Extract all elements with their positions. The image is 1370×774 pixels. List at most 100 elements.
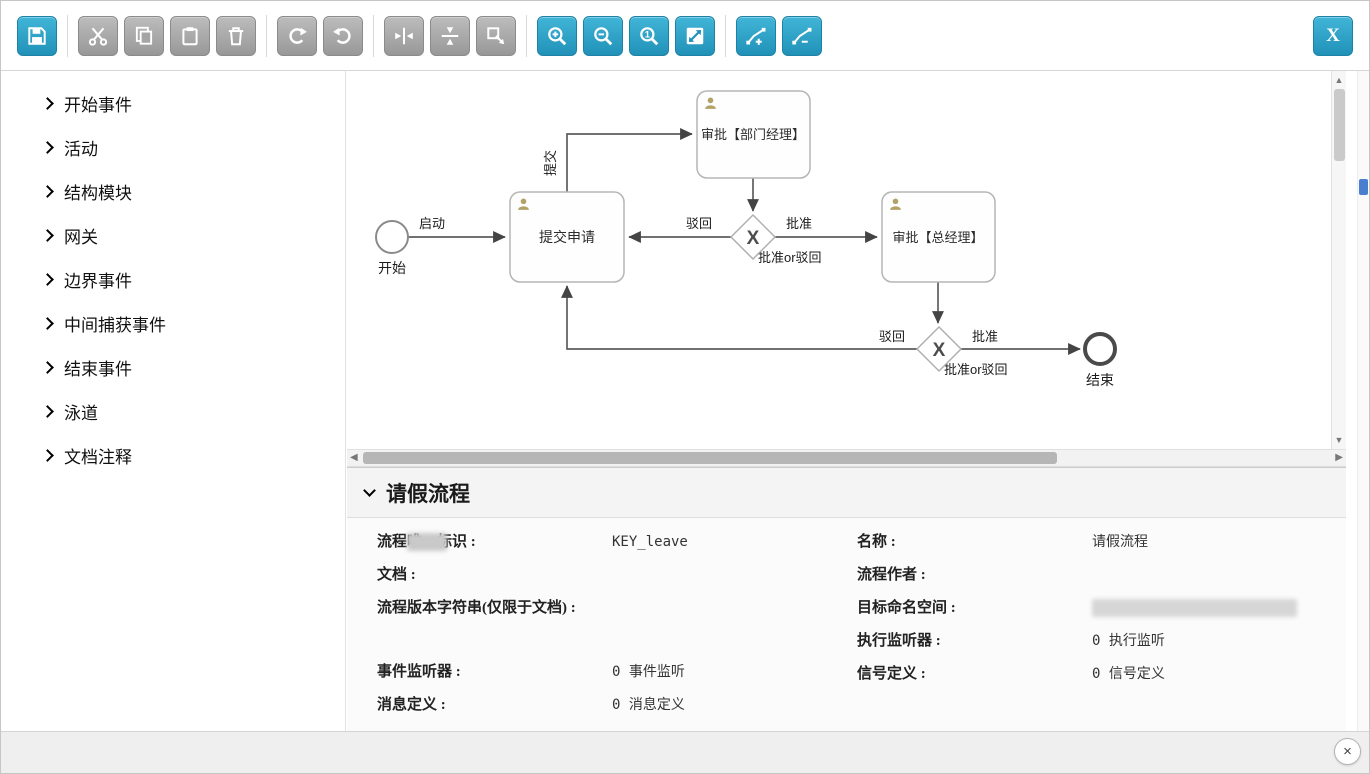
dept-manager-task-node[interactable]: 审批【部门经理】 (696, 90, 811, 179)
undo-button[interactable] (323, 15, 363, 56)
palette-item-end-events[interactable]: 结束事件 (1, 345, 345, 389)
scroll-right-arrow-icon[interactable]: ▶ (1335, 452, 1343, 463)
palette-item-annotation[interactable]: 文档注释 (1, 433, 345, 477)
prop-label: 名称 : (857, 534, 896, 550)
palette-item-gateways[interactable]: 网关 (1, 213, 345, 257)
diagram-canvas[interactable]: 启动 提交 驳回 批准 批准or驳回 驳回 批准 批准or驳回 开始 提交申请 (347, 71, 1331, 449)
flow-label: 批准 (972, 329, 998, 344)
zoom-in-icon (546, 25, 568, 47)
toolbar-separator (266, 14, 267, 57)
flow-label: 批准 (786, 216, 812, 231)
delete-button[interactable] (216, 15, 256, 56)
canvas-vertical-scrollbar[interactable]: ▲ ▼ (1331, 71, 1346, 449)
prop-name: 名称 : 请假流程 (857, 532, 1346, 565)
gateway-x-symbol: X (747, 228, 760, 249)
prop-label: 流程版本字符串(仅限于文档) : (377, 600, 576, 616)
palette-item-start-events[interactable]: 开始事件 (1, 81, 345, 125)
prop-version-string: 流程版本字符串(仅限于文档) : (377, 598, 857, 662)
palette-item-label: 网关 (64, 227, 98, 247)
gateway2-node[interactable]: X (915, 325, 963, 373)
gateway1-node[interactable]: X (729, 213, 777, 261)
zoom-fit-button[interactable] (675, 15, 715, 56)
save-button[interactable] (17, 15, 57, 56)
prop-value[interactable]: 0 信号定义 (1092, 666, 1165, 682)
prop-label: 事件监听器 : (377, 664, 461, 680)
palette-item-label: 活动 (64, 139, 98, 159)
align-vertical-button[interactable] (384, 15, 424, 56)
prop-signal-definitions: 信号定义 : 0 信号定义 (857, 664, 1346, 697)
paste-button[interactable] (170, 15, 210, 56)
gm-task-node[interactable]: 审批【总经理】 (881, 191, 996, 283)
flow-submit-to-dept[interactable] (566, 128, 693, 192)
chevron-down-icon[interactable] (363, 484, 376, 497)
flow-label: 提交 (543, 150, 558, 176)
bottom-bar (1, 731, 1369, 773)
prop-label: 消息定义 : (377, 697, 446, 713)
canvas-horizontal-scrollbar[interactable]: ◀ ▶ (347, 449, 1346, 467)
properties-right-column: 名称 : 请假流程 流程作者 : 目标命名空间 : 执行监听器 : 0 执行监听… (857, 532, 1346, 728)
scroll-left-arrow-icon[interactable]: ◀ (350, 452, 358, 463)
shape-palette: 开始事件 活动 结构模块 网关 边界事件 中间捕获事件 结束事件 泳道 文档注释 (1, 71, 346, 731)
prop-value[interactable] (1092, 598, 1297, 619)
svg-text:1: 1 (645, 29, 650, 39)
properties-header[interactable]: 请假流程 (347, 468, 1346, 518)
start-event-node[interactable]: 开始 (375, 220, 409, 276)
start-event-label: 开始 (378, 260, 406, 276)
chevron-right-icon (41, 448, 54, 462)
copy-button[interactable] (124, 15, 164, 56)
zoom-actual-button[interactable]: 1 (629, 15, 669, 56)
redo-button[interactable] (277, 15, 317, 56)
flow-label: 驳回 (879, 329, 905, 344)
bendpoint-add-button[interactable] (736, 15, 776, 56)
prop-value[interactable]: 0 事件监听 (612, 664, 685, 680)
toolbar: 1 X (1, 1, 1369, 71)
close-editor-button[interactable]: X (1313, 15, 1353, 56)
floppy-icon (26, 25, 48, 47)
prop-label: 文档 : (377, 567, 416, 583)
chevron-right-icon (41, 272, 54, 286)
zoom-actual-icon: 1 (638, 25, 660, 47)
scroll-up-arrow-icon[interactable]: ▲ (1334, 75, 1344, 85)
chevron-right-icon (41, 228, 54, 242)
palette-item-boundary-events[interactable]: 边界事件 (1, 257, 345, 301)
same-size-button[interactable] (476, 15, 516, 56)
gateway-x-symbol: X (933, 340, 946, 361)
horizontal-scroll-thumb[interactable] (363, 452, 1057, 464)
close-panel-button[interactable]: × (1334, 738, 1361, 765)
prop-target-namespace: 目标命名空间 : (857, 598, 1346, 631)
page-scrollbar-track[interactable] (1357, 71, 1369, 731)
align-horizontal-button[interactable] (430, 15, 470, 56)
prop-value[interactable]: 0 消息定义 (612, 697, 685, 713)
prop-value[interactable]: 0 执行监听 (1092, 633, 1165, 649)
prop-documentation: 文档 : (377, 565, 857, 598)
connector-add-icon (745, 25, 767, 47)
palette-item-label: 泳道 (64, 403, 98, 423)
prop-process-id: 流程唯一标识 : KEY_leave (377, 532, 857, 565)
prop-value[interactable]: KEY_leave (612, 534, 688, 550)
palette-item-swimlanes[interactable]: 泳道 (1, 389, 345, 433)
prop-event-listeners: 事件监听器 : 0 事件监听 (377, 662, 857, 695)
palette-item-intermediate-catching-events[interactable]: 中间捕获事件 (1, 301, 345, 345)
flow-gateway2-reject[interactable] (561, 285, 917, 350)
submit-task-node[interactable]: 提交申请 (509, 191, 625, 283)
zoom-out-button[interactable] (583, 15, 623, 56)
toolbar-separator (526, 14, 527, 57)
prop-label: 目标命名空间 : (857, 600, 956, 616)
palette-item-label: 文档注释 (64, 447, 132, 467)
scroll-down-arrow-icon[interactable]: ▼ (1334, 435, 1344, 445)
prop-label: 信号定义 : (857, 666, 926, 682)
zoom-in-button[interactable] (537, 15, 577, 56)
end-event-label: 结束 (1086, 372, 1114, 388)
palette-item-label: 结构模块 (64, 183, 132, 203)
flow-label: 驳回 (686, 216, 712, 231)
palette-item-structural[interactable]: 结构模块 (1, 169, 345, 213)
vertical-scroll-thumb[interactable] (1334, 89, 1345, 161)
cut-button[interactable] (78, 15, 118, 56)
palette-item-activities[interactable]: 活动 (1, 125, 345, 169)
trash-icon (225, 25, 247, 47)
flow-label: 启动 (419, 216, 445, 231)
bendpoint-remove-button[interactable] (782, 15, 822, 56)
prop-value[interactable]: 请假流程 (1092, 534, 1148, 550)
end-event-node[interactable]: 结束 (1083, 332, 1117, 388)
